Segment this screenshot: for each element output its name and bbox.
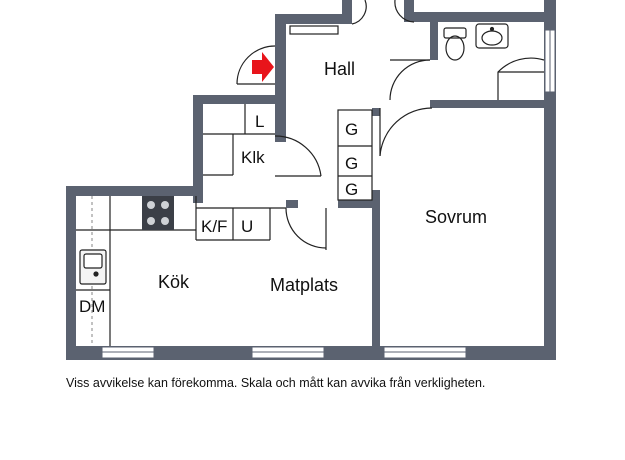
bathroom-sink-icon [475, 23, 509, 49]
kitchen-sink-icon [79, 249, 107, 285]
floor-plan: Hall Kök Matplats Sovrum L Klk G G G K/F… [66, 0, 556, 360]
label-kf: K/F [201, 217, 227, 236]
label-klk: Klk [241, 148, 265, 167]
room-label-sovrum: Sovrum [425, 207, 487, 227]
entrance-arrow-icon [252, 52, 274, 82]
room-label-hall: Hall [324, 59, 355, 79]
label-g2: G [345, 154, 358, 173]
label-g1: G [345, 120, 358, 139]
label-u: U [241, 217, 253, 236]
label-linen: L [255, 112, 264, 131]
room-label-kok: Kök [158, 272, 190, 292]
disclaimer-text: Viss avvikelse kan förekomma. Skala och … [66, 376, 486, 390]
toilet-icon [443, 27, 467, 61]
label-dm: DM [79, 297, 105, 316]
walls [66, 0, 556, 360]
stove-icon [142, 196, 174, 230]
room-label-matplats: Matplats [270, 275, 338, 295]
label-g3: G [345, 180, 358, 199]
